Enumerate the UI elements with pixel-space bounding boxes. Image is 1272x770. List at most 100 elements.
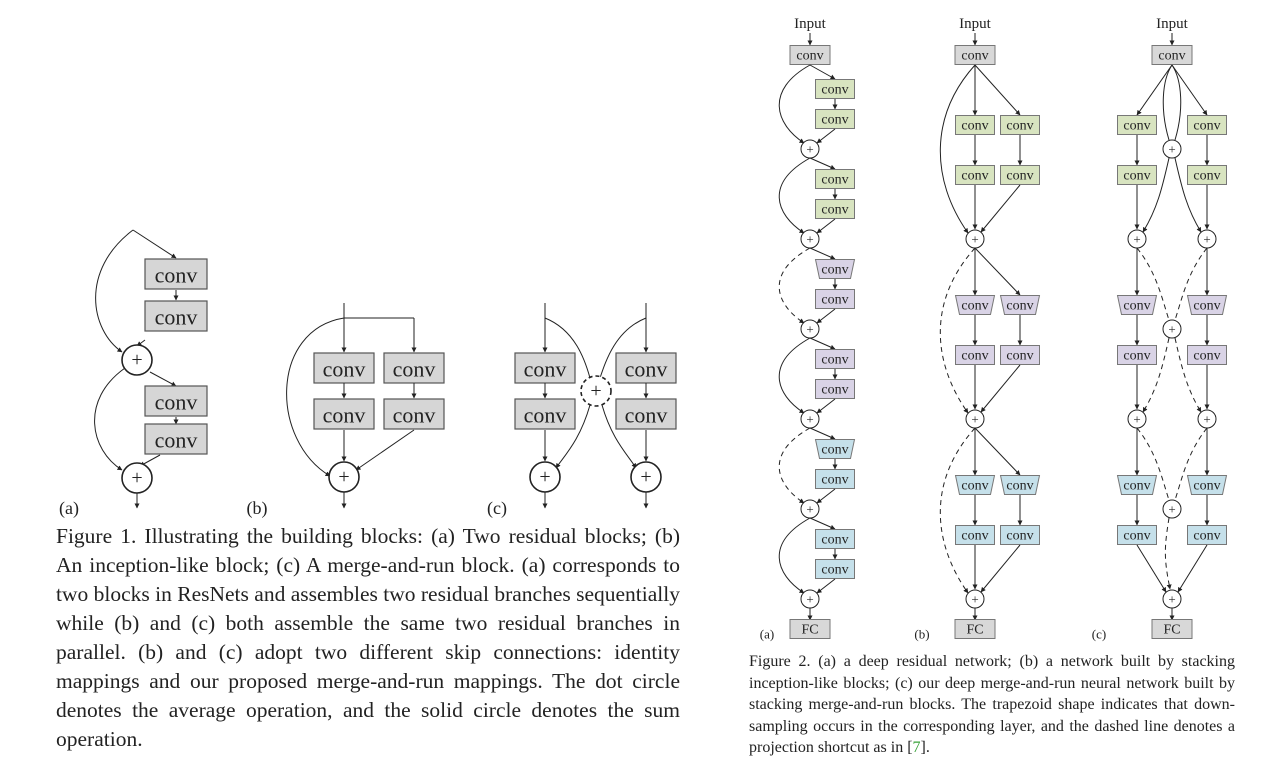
connector-line bbox=[809, 517, 836, 530]
conv-node: conv bbox=[1151, 45, 1193, 65]
node-box bbox=[815, 79, 855, 99]
connector-line bbox=[816, 578, 836, 594]
node-label: conv bbox=[961, 479, 988, 494]
sum-node: + bbox=[1197, 229, 1217, 249]
node-label: conv bbox=[625, 357, 668, 382]
conv-node-downsample: conv bbox=[1186, 295, 1228, 315]
node-box bbox=[815, 169, 855, 189]
node-label: conv bbox=[393, 403, 436, 428]
sum-circle bbox=[1162, 319, 1182, 339]
fc-node: FC bbox=[1151, 619, 1193, 639]
conv-node: conv bbox=[615, 352, 677, 384]
skip-connection bbox=[1171, 64, 1182, 141]
conv-node-downsample: conv bbox=[954, 295, 996, 315]
skip-connection bbox=[555, 404, 591, 469]
plus-sign: + bbox=[590, 380, 601, 402]
citation-link[interactable]: 7 bbox=[912, 739, 921, 756]
node-label: conv bbox=[1123, 479, 1150, 494]
conv-node: conv bbox=[1117, 165, 1157, 185]
input-label: Input bbox=[959, 16, 991, 32]
node-box bbox=[1117, 525, 1157, 545]
node-label: conv bbox=[961, 529, 988, 544]
skip-connection bbox=[1164, 517, 1172, 590]
node-box bbox=[815, 349, 855, 369]
subfigure-label: (a) bbox=[760, 627, 774, 642]
sum-node: + bbox=[800, 409, 820, 429]
conv-node: conv bbox=[615, 398, 677, 430]
connector-line bbox=[355, 429, 415, 471]
plus-sign: + bbox=[806, 322, 813, 337]
skip-connection bbox=[1174, 157, 1202, 233]
conv-node: conv bbox=[815, 379, 855, 399]
connector-line bbox=[816, 128, 836, 144]
skip-connection bbox=[1136, 247, 1170, 321]
downsample-box bbox=[954, 295, 996, 315]
plus-sign: + bbox=[971, 592, 978, 607]
node-box bbox=[955, 115, 995, 135]
sum-circle bbox=[1162, 139, 1182, 159]
plus-sign: + bbox=[806, 502, 813, 517]
node-box bbox=[144, 423, 208, 455]
node-label: conv bbox=[1006, 119, 1033, 134]
node-box bbox=[1117, 115, 1157, 135]
node-box bbox=[955, 525, 995, 545]
node-label: conv bbox=[1123, 349, 1150, 364]
downsample-box bbox=[999, 475, 1041, 495]
node-box bbox=[1117, 165, 1157, 185]
connector-line bbox=[980, 364, 1021, 413]
node-label: FC bbox=[1163, 623, 1180, 638]
skip-connection bbox=[94, 367, 126, 471]
conv-node: conv bbox=[144, 258, 208, 290]
connector-line bbox=[809, 157, 836, 170]
sum-node: + bbox=[1127, 409, 1147, 429]
node-label: conv bbox=[821, 203, 848, 218]
node-box bbox=[313, 352, 375, 384]
node-label: conv bbox=[961, 119, 988, 134]
node-label: conv bbox=[1123, 169, 1150, 184]
plus-sign: + bbox=[971, 412, 978, 427]
average-node: + bbox=[1162, 139, 1182, 159]
conv-node: conv bbox=[383, 352, 445, 384]
skip-connection bbox=[601, 404, 637, 469]
skip-connection bbox=[599, 317, 647, 379]
plus-sign: + bbox=[806, 592, 813, 607]
plus-sign: + bbox=[1168, 322, 1175, 337]
conv-node: conv bbox=[1000, 165, 1040, 185]
conv-node: conv bbox=[144, 385, 208, 417]
fc-node: FC bbox=[789, 619, 831, 639]
plus-sign: + bbox=[131, 349, 142, 371]
node-box bbox=[815, 529, 855, 549]
node-box bbox=[815, 289, 855, 309]
plus-sign: + bbox=[1203, 232, 1210, 247]
conv-node: conv bbox=[1187, 525, 1227, 545]
node-label: FC bbox=[801, 623, 818, 638]
node-label: conv bbox=[821, 563, 848, 578]
node-box bbox=[1117, 345, 1157, 365]
conv-node: conv bbox=[1187, 345, 1227, 365]
plus-sign: + bbox=[1168, 592, 1175, 607]
conv-node-downsample: conv bbox=[1116, 295, 1158, 315]
node-label: conv bbox=[1193, 119, 1220, 134]
skip-connection bbox=[778, 247, 811, 324]
sum-node: + bbox=[800, 229, 820, 249]
figure-1-caption-text: Figure 1. Illustrating the building bloc… bbox=[56, 524, 680, 751]
node-label: conv bbox=[323, 403, 366, 428]
node-box bbox=[514, 398, 576, 430]
connector-line bbox=[809, 337, 836, 350]
conv-node-downsample: conv bbox=[1186, 475, 1228, 495]
node-box bbox=[815, 109, 855, 129]
node-label: conv bbox=[155, 390, 198, 415]
plus-sign: + bbox=[1203, 412, 1210, 427]
downsample-box bbox=[1116, 295, 1158, 315]
conv-node: conv bbox=[955, 345, 995, 365]
node-box bbox=[383, 352, 445, 384]
sum-node: + bbox=[965, 229, 985, 249]
downsample-box bbox=[814, 439, 856, 459]
sum-node: + bbox=[800, 499, 820, 519]
skip-connection bbox=[1142, 157, 1170, 233]
connector-line bbox=[1177, 544, 1208, 593]
sum-node: + bbox=[800, 589, 820, 609]
node-label: conv bbox=[821, 263, 848, 278]
sum-node: + bbox=[1127, 229, 1147, 249]
